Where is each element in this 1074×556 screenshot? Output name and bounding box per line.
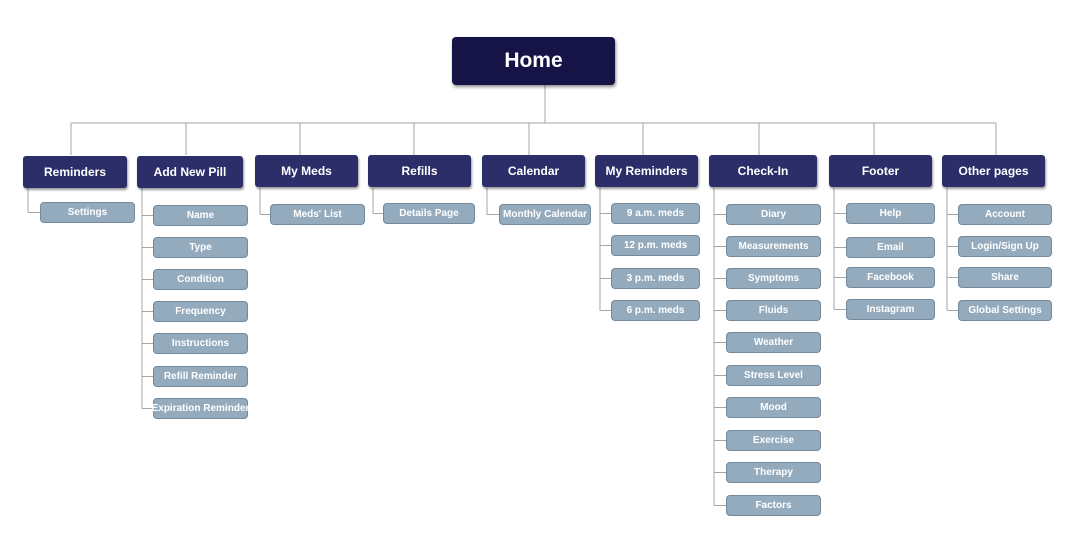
page-node-3-p-m-meds[interactable]: 3 p.m. meds [611,268,700,289]
section-reminders[interactable]: Reminders [23,156,127,188]
page-node-fluids[interactable]: Fluids [726,300,821,321]
page-node-therapy[interactable]: Therapy [726,462,821,483]
page-node-help[interactable]: Help [846,203,935,224]
section-my-reminders[interactable]: My Reminders [595,155,698,187]
root-node-home[interactable]: Home [452,37,615,85]
page-node-instagram[interactable]: Instagram [846,299,935,320]
page-node-global-settings[interactable]: Global Settings [958,300,1052,321]
page-node-settings[interactable]: Settings [40,202,135,223]
section-refills[interactable]: Refills [368,155,471,187]
page-node-stress-level[interactable]: Stress Level [726,365,821,386]
page-node-refill-reminder[interactable]: Refill Reminder [153,366,248,387]
page-node-measurements[interactable]: Measurements [726,236,821,257]
section-other-pages[interactable]: Other pages [942,155,1045,187]
page-node-facebook[interactable]: Facebook [846,267,935,288]
page-node-weather[interactable]: Weather [726,332,821,353]
page-node-details-page[interactable]: Details Page [383,203,475,224]
page-node-account[interactable]: Account [958,204,1052,225]
page-node-diary[interactable]: Diary [726,204,821,225]
section-add-new-pill[interactable]: Add New Pill [137,156,243,188]
page-node-exercise[interactable]: Exercise [726,430,821,451]
page-node-factors[interactable]: Factors [726,495,821,516]
page-node-condition[interactable]: Condition [153,269,248,290]
page-node-type[interactable]: Type [153,237,248,258]
page-node-login-sign-up[interactable]: Login/Sign Up [958,236,1052,257]
page-node-9-a-m-meds[interactable]: 9 a.m. meds [611,203,700,224]
page-node-meds-list[interactable]: Meds' List [270,204,365,225]
page-node-instructions[interactable]: Instructions [153,333,248,354]
section-calendar[interactable]: Calendar [482,155,585,187]
section-check-in[interactable]: Check-In [709,155,817,187]
section-footer[interactable]: Footer [829,155,932,187]
section-my-meds[interactable]: My Meds [255,155,358,187]
page-node-share[interactable]: Share [958,267,1052,288]
page-node-monthly-calendar[interactable]: Monthly Calendar [499,204,591,225]
page-node-6-p-m-meds[interactable]: 6 p.m. meds [611,300,700,321]
page-node-symptoms[interactable]: Symptoms [726,268,821,289]
page-node-frequency[interactable]: Frequency [153,301,248,322]
page-node-12-p-m-meds[interactable]: 12 p.m. meds [611,235,700,256]
page-node-expiration-reminder[interactable]: Expiration Reminder [152,398,249,419]
page-node-name[interactable]: Name [153,205,248,226]
page-node-email[interactable]: Email [846,237,935,258]
page-node-mood[interactable]: Mood [726,397,821,418]
